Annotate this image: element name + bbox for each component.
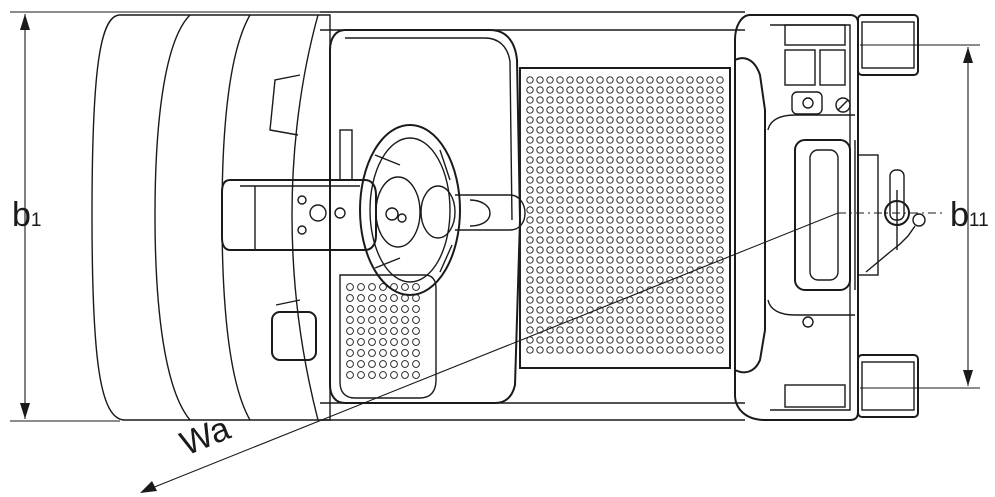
floor-plate [339,274,437,399]
rear-housing [734,14,879,421]
b1-main: b [12,196,31,234]
platform-grid [519,67,731,369]
b11-sub: 11 [968,210,989,231]
cabin-frame [329,29,522,404]
front-body [91,14,331,421]
turning-radius-wa [140,212,839,493]
steering-wheel [339,124,461,296]
dimension-b11 [860,44,980,389]
b1-label: b1 [12,196,42,235]
b1-sub: 1 [30,210,42,231]
top-rail [320,11,745,421]
b11-label: b11 [950,196,989,235]
b11-main: b [950,196,969,234]
dimension-b1 [10,11,320,422]
coupling-pin [838,169,945,273]
rear-wheels [857,14,919,418]
